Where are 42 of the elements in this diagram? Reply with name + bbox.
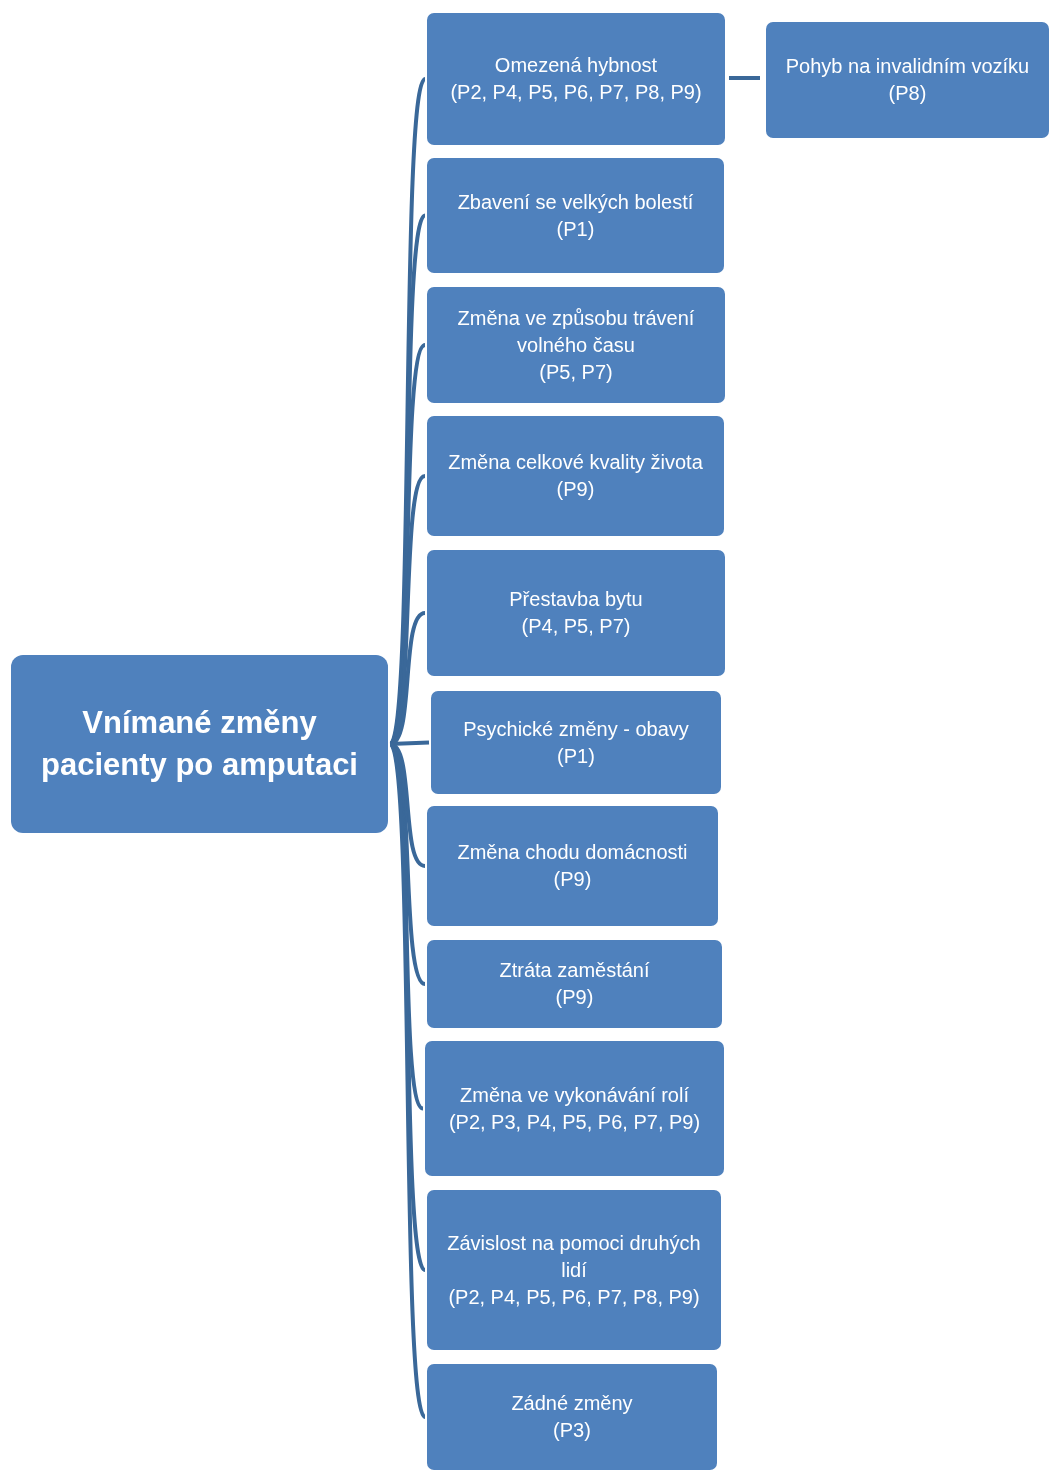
topic-box xyxy=(766,22,1049,138)
topic-box xyxy=(427,287,725,403)
participant-codes: (P9) xyxy=(553,867,592,892)
topic-label: Změna chodu domácnosti xyxy=(457,840,688,865)
participant-codes: (P2, P4, P5, P6, P7, P8, P9) xyxy=(448,1284,700,1310)
connector-line xyxy=(388,743,427,1271)
participant-codes: (P8) xyxy=(888,81,927,106)
topic-label: Závislost na pomoci druhých lidí xyxy=(446,1230,702,1283)
topic-box xyxy=(427,158,724,273)
topic-label: Zádné změny xyxy=(511,1391,633,1416)
topic-label: Změna ve způsobu trávení volného času xyxy=(456,305,696,358)
participant-codes: (P1) xyxy=(556,216,595,242)
participant-codes: (P4, P5, P7) xyxy=(521,614,631,639)
connector-line xyxy=(388,78,427,745)
topic-box xyxy=(427,806,718,926)
topic-label: Ztráta zaměstání xyxy=(499,958,650,983)
topic-box xyxy=(425,1041,724,1176)
connector-line xyxy=(388,743,427,1418)
central-topic-box xyxy=(11,655,388,833)
topic-label: Zbavení se velkých bolestí xyxy=(457,189,694,215)
topic-box xyxy=(431,691,721,794)
topic-label: Psychické změny - obavy xyxy=(463,716,689,742)
topic-label: Změna ve vykonávání rolí xyxy=(460,1082,689,1108)
topic-box xyxy=(427,13,725,145)
topic-box xyxy=(427,550,725,676)
participant-codes: (P3) xyxy=(553,1418,591,1443)
topic-box xyxy=(427,1190,721,1350)
participant-codes: (P1) xyxy=(557,743,595,769)
central-topic: Vnímané změny pacienty po amputaci xyxy=(40,704,359,784)
topic-label: Pohyb na invalidním vozíku xyxy=(785,54,1030,79)
participant-codes: (P2, P4, P5, P6, P7, P8, P9) xyxy=(450,80,702,105)
topic-box xyxy=(427,940,722,1028)
participant-codes: (P9) xyxy=(555,985,594,1010)
topic-box xyxy=(427,1364,717,1470)
participant-codes: (P5, P7) xyxy=(539,359,613,385)
participant-codes: (P2, P3, P4, P5, P6, P7, P9) xyxy=(448,1109,701,1135)
connector-line xyxy=(729,76,760,80)
topic-label: Omezená hybnost xyxy=(494,53,658,78)
topic-box xyxy=(427,416,724,536)
topic-label: Změna celkové kvality života xyxy=(448,450,703,475)
participant-codes: (P9) xyxy=(556,477,595,502)
topic-label: Přestavba bytu xyxy=(509,587,643,612)
